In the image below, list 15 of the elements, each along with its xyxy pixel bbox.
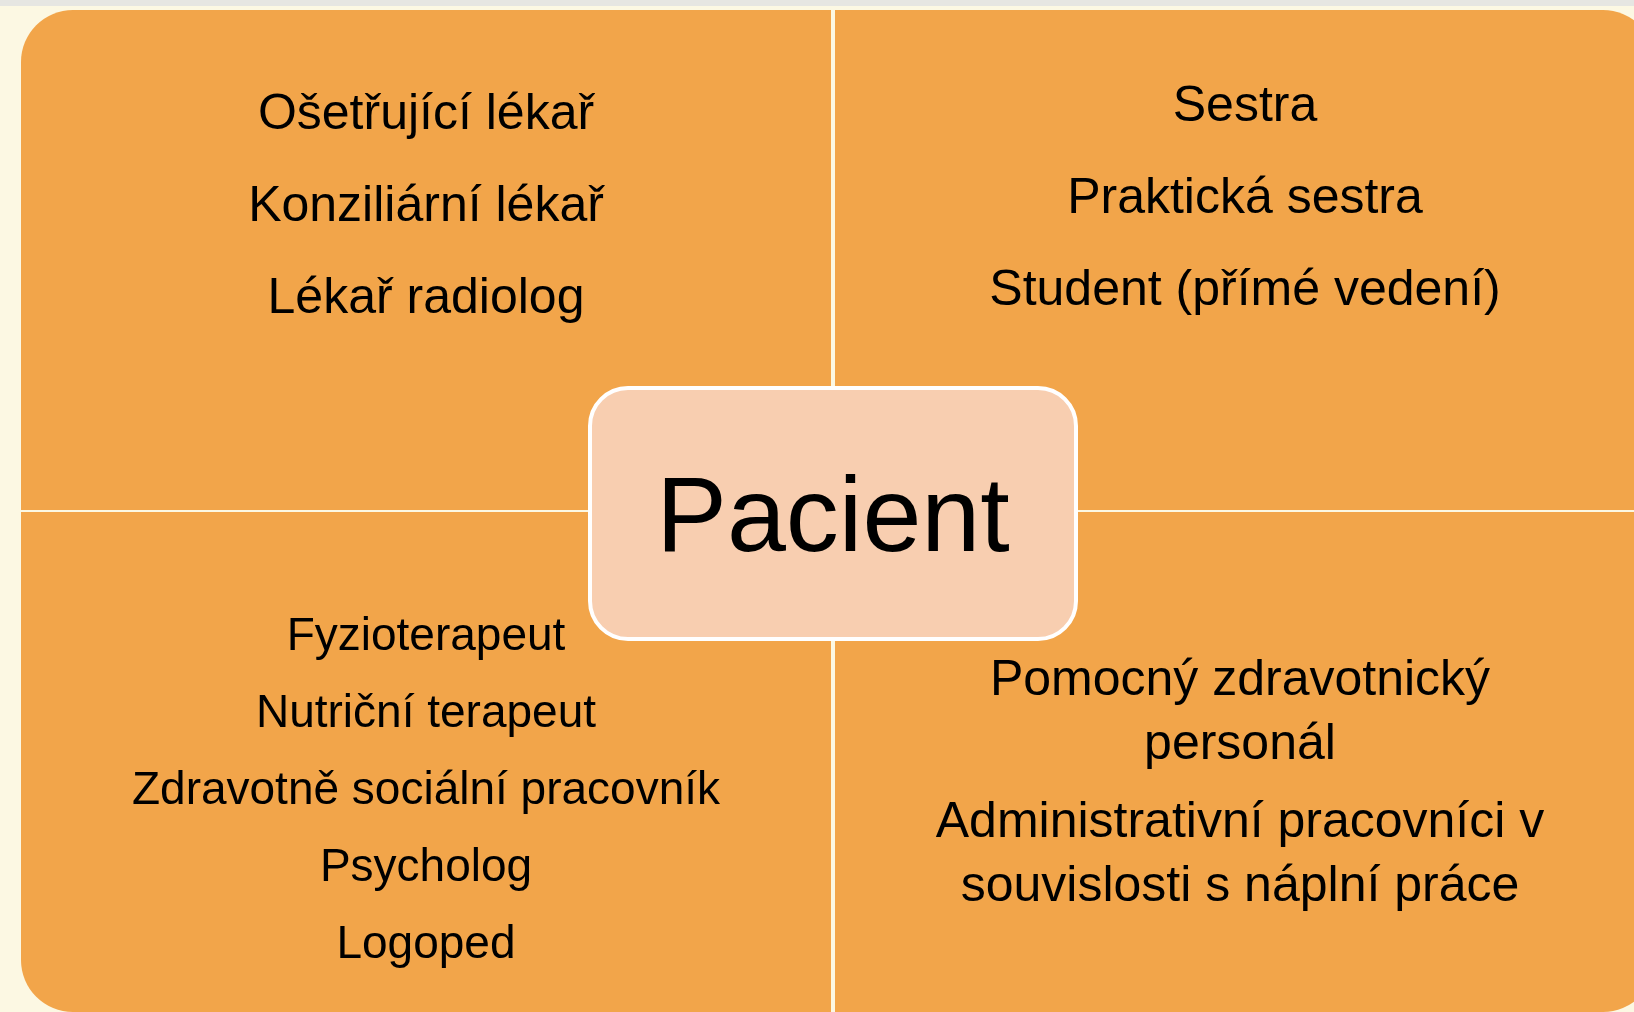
center-label: Pacient	[656, 458, 1010, 569]
role-label: Konziliární lékař	[248, 175, 604, 234]
role-label: Psycholog	[319, 839, 533, 891]
role-label: Administrativní pracovníci v souvislosti s náplní práce	[934, 791, 1546, 914]
role-label: Logoped	[336, 916, 516, 968]
center-box	[588, 386, 1078, 641]
role-label: Zdravotně sociální pracovník	[131, 762, 721, 814]
role-label: Nutriční terapeut	[255, 685, 597, 737]
role-label: Praktická sestra	[1067, 167, 1423, 226]
role-label: Lékař radiolog	[267, 267, 585, 326]
role-label: Ošetřující lékař	[257, 83, 595, 142]
role-label: Student (přímé vedení)	[989, 259, 1501, 318]
role-label: Sestra	[1172, 75, 1318, 134]
role-label: Pomocný zdravotnický personál	[988, 649, 1492, 772]
role-label: Fyzioterapeut	[286, 608, 566, 660]
